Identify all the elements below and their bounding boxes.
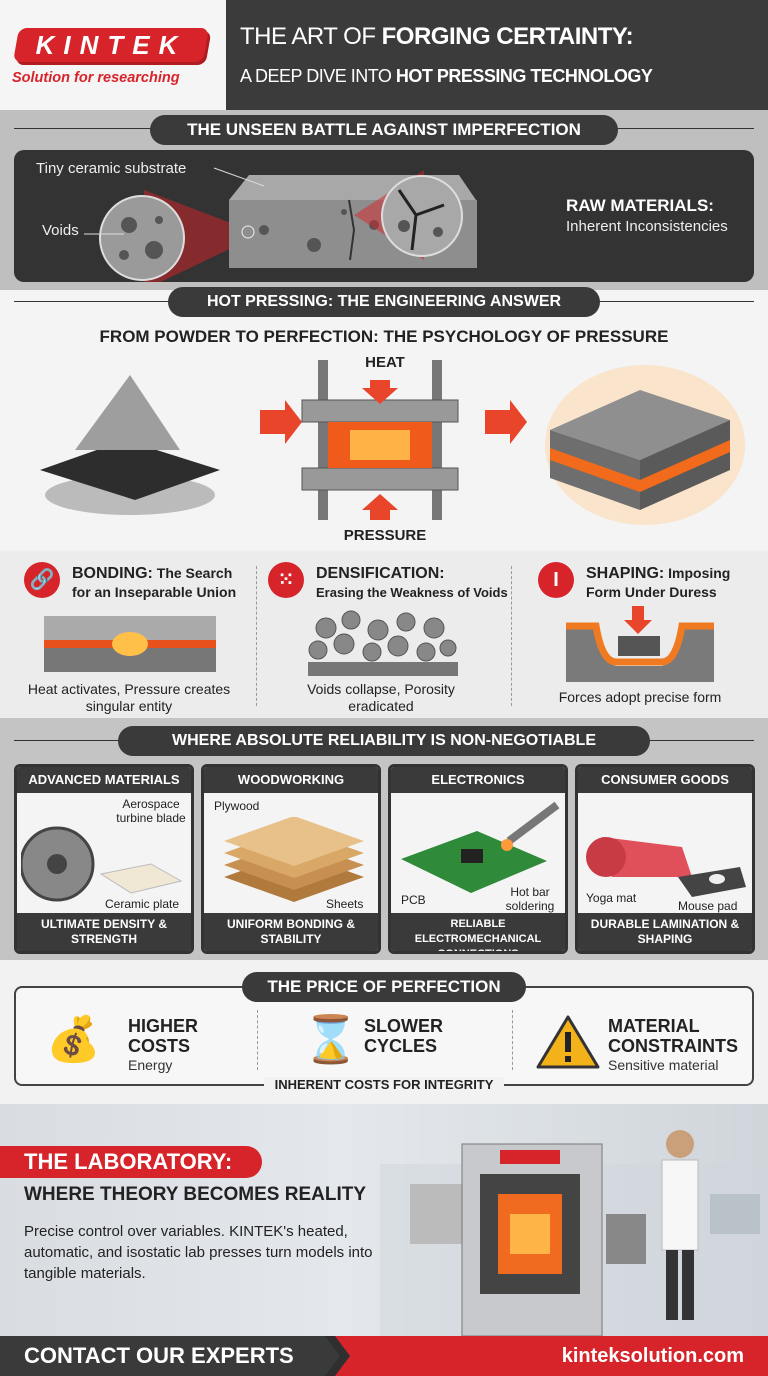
feature-title: BONDING: <box>72 565 153 582</box>
logo-badge: KINTEK <box>13 28 209 62</box>
title-line-2: A DEEP DIVE INTO HOT PRESSING TECHNOLOGY <box>240 64 756 88</box>
logo-tagline: Solution for researching <box>12 70 180 86</box>
link-icon: 🔗 <box>24 562 60 598</box>
turbine-and-plate-illustration <box>21 826 183 902</box>
pcb-illustration <box>401 801 560 893</box>
logo-text: KINTEK <box>35 30 187 60</box>
feature-subtitle: The Search for an Inseparable Union <box>72 565 237 600</box>
raw-materials-title: RAW MATERIALS: <box>566 196 714 215</box>
label-turbine: Aerospace turbine blade <box>116 797 186 825</box>
imperfection-panel: Tiny ceramic substrate Voids RAW MATERIA… <box>14 150 754 282</box>
cost-title: HIGHER COSTS <box>128 1016 199 1056</box>
cost-title: MATERIAL CONSTRAINTS <box>608 1016 738 1056</box>
column-divider <box>512 1010 513 1070</box>
title-bold: FORGING CERTAINTY: <box>381 23 634 50</box>
raw-materials-subtitle: Inherent Inconsistencies <box>566 218 728 235</box>
card-footer: UNIFORM BONDING & STABILITY <box>204 913 378 951</box>
heat-label: HEAT <box>365 354 405 371</box>
shaping-illustration <box>566 606 714 682</box>
price-panel <box>14 986 754 1086</box>
card-footer: RELIABLE ELECTROMECHANICAL CONNECTIONS <box>391 913 565 951</box>
process-illustration <box>40 360 745 525</box>
footer: CONTACT OUR EXPERTS kinteksolution.com <box>0 1336 768 1376</box>
contact-experts-button[interactable]: CONTACT OUR EXPERTS <box>24 1343 294 1368</box>
feature-heading: SHAPING: Imposing Form Under Duress <box>586 564 756 602</box>
warning-icon <box>536 1015 600 1069</box>
application-card-advanced-materials: ADVANCED MATERIALS Aerospace turbine bla… <box>14 764 194 954</box>
feature-caption: Forces adopt precise form <box>558 689 722 705</box>
bonding-illustration <box>44 616 216 672</box>
application-card-electronics: ELECTRONICS PCB Hot bar soldering RELIAB… <box>388 764 568 954</box>
feature-subtitle: Imposing Form Under Duress <box>586 565 731 600</box>
feature-title: DENSIFICATION: <box>316 565 445 582</box>
title-bold: HOT PRESSING TECHNOLOGY <box>395 66 653 86</box>
pressure-arrow-icon <box>362 494 398 520</box>
densified-block <box>545 365 745 525</box>
card-title: CONSUMER GOODS <box>578 767 752 793</box>
cost-title: SLOWER CYCLES <box>364 1016 443 1056</box>
cost-subtitle: Energy <box>128 1057 173 1073</box>
footer-red-band <box>335 1336 768 1376</box>
laboratory-title: THE LABORATORY: <box>24 1149 233 1174</box>
application-card-woodworking: WOODWORKING Plywood Sheets UNIFORM BONDI… <box>201 764 381 954</box>
voids-magnifier <box>99 195 185 281</box>
laboratory-body: Precise control over variables. KINTEK's… <box>24 1223 373 1282</box>
card-title: WOODWORKING <box>204 767 378 793</box>
hot-press-illustration <box>301 360 459 520</box>
card-title: ELECTRONICS <box>391 767 565 793</box>
i-beam-icon: I <box>538 562 574 598</box>
lab-press-illustration <box>380 1130 768 1336</box>
label-plywood: Plywood <box>214 799 260 813</box>
arrow-right-icon <box>260 400 302 444</box>
feature-heading: DENSIFICATION: Erasing the Weakness of Vo… <box>316 564 508 602</box>
website-link[interactable]: kinteksolution.com <box>561 1345 744 1367</box>
hourglass-icon: ⌛ <box>302 1013 360 1065</box>
section-heading: THE UNSEEN BATTLE AGAINST IMPERFECTION <box>150 115 618 145</box>
card-title: ADVANCED MATERIALS <box>17 767 191 793</box>
process-subheading: FROM POWDER TO PERFECTION: THE PSYCHOLOG… <box>99 327 669 346</box>
label-pcb: PCB <box>401 893 426 907</box>
machine-badge <box>500 1150 560 1164</box>
title-light: THE ART OF <box>240 23 382 50</box>
section-heading: THE PRICE OF PERFECTION <box>242 972 526 1002</box>
powder-and-carbon-sheet <box>40 375 220 515</box>
section-heading: WHERE ABSOLUTE RELIABILITY IS NON-NEGOTI… <box>118 726 650 756</box>
label-substrate: Tiny ceramic substrate <box>36 160 187 177</box>
arrow-right-icon <box>485 400 527 444</box>
laboratory-title-banner: THE LABORATORY: <box>0 1146 262 1178</box>
column-divider <box>257 1010 258 1070</box>
feature-caption: Heat activates, Pressure creates singula… <box>27 681 231 714</box>
label-mouse-pad: Mouse pad <box>678 899 738 913</box>
price-footnote: INHERENT COSTS FOR INTEGRITY <box>264 1077 504 1092</box>
feature-caption: Voids collapse, Porosity eradicated <box>307 681 455 714</box>
particles-icon: ⁙ <box>268 562 304 598</box>
label-voids: Voids <box>42 222 79 239</box>
heat-arrow-icon <box>362 380 398 404</box>
column-divider <box>511 566 512 706</box>
footer-dark-band <box>0 1336 340 1376</box>
title-line-1: THE ART OF FORGING CERTAINTY: <box>240 22 756 52</box>
title-light: A DEEP DIVE INTO <box>240 66 396 86</box>
column-divider <box>256 566 257 706</box>
plywood-illustration <box>224 817 364 902</box>
feature-subtitle: Erasing the Weakness of Voids <box>316 585 508 600</box>
kintek-logo[interactable]: KINTEK Solution for researching <box>0 0 226 110</box>
cost-subtitle: Sensitive material <box>608 1057 719 1073</box>
densification-illustration <box>308 610 458 676</box>
money-bag-icon: 💰 <box>46 1015 101 1064</box>
card-footer: ULTIMATE DENSITY & STRENGTH <box>17 913 191 951</box>
application-card-consumer-goods: CONSUMER GOODS Yoga mat Mouse pad DURABL… <box>575 764 755 954</box>
label-yoga-mat: Yoga mat <box>586 891 637 905</box>
laboratory-subtitle: WHERE THEORY BECOMES REALITY <box>24 1184 367 1205</box>
feature-title: SHAPING: <box>586 565 665 582</box>
card-footer: DURABLE LAMINATION & SHAPING <box>578 913 752 951</box>
label-ceramic-plate: Ceramic plate <box>105 897 180 911</box>
pressure-label: PRESSURE <box>343 527 427 544</box>
label-hot-bar-soldering: Hot bar soldering <box>505 885 555 913</box>
feature-heading: BONDING: The Search for an Inseparable U… <box>72 564 252 602</box>
label-sheets: Sheets <box>326 897 364 911</box>
section-heading: HOT PRESSING: THE ENGINEERING ANSWER <box>168 287 600 317</box>
yoga-mat-and-mousepad-illustration <box>586 837 746 897</box>
crack-magnifier <box>354 170 463 260</box>
